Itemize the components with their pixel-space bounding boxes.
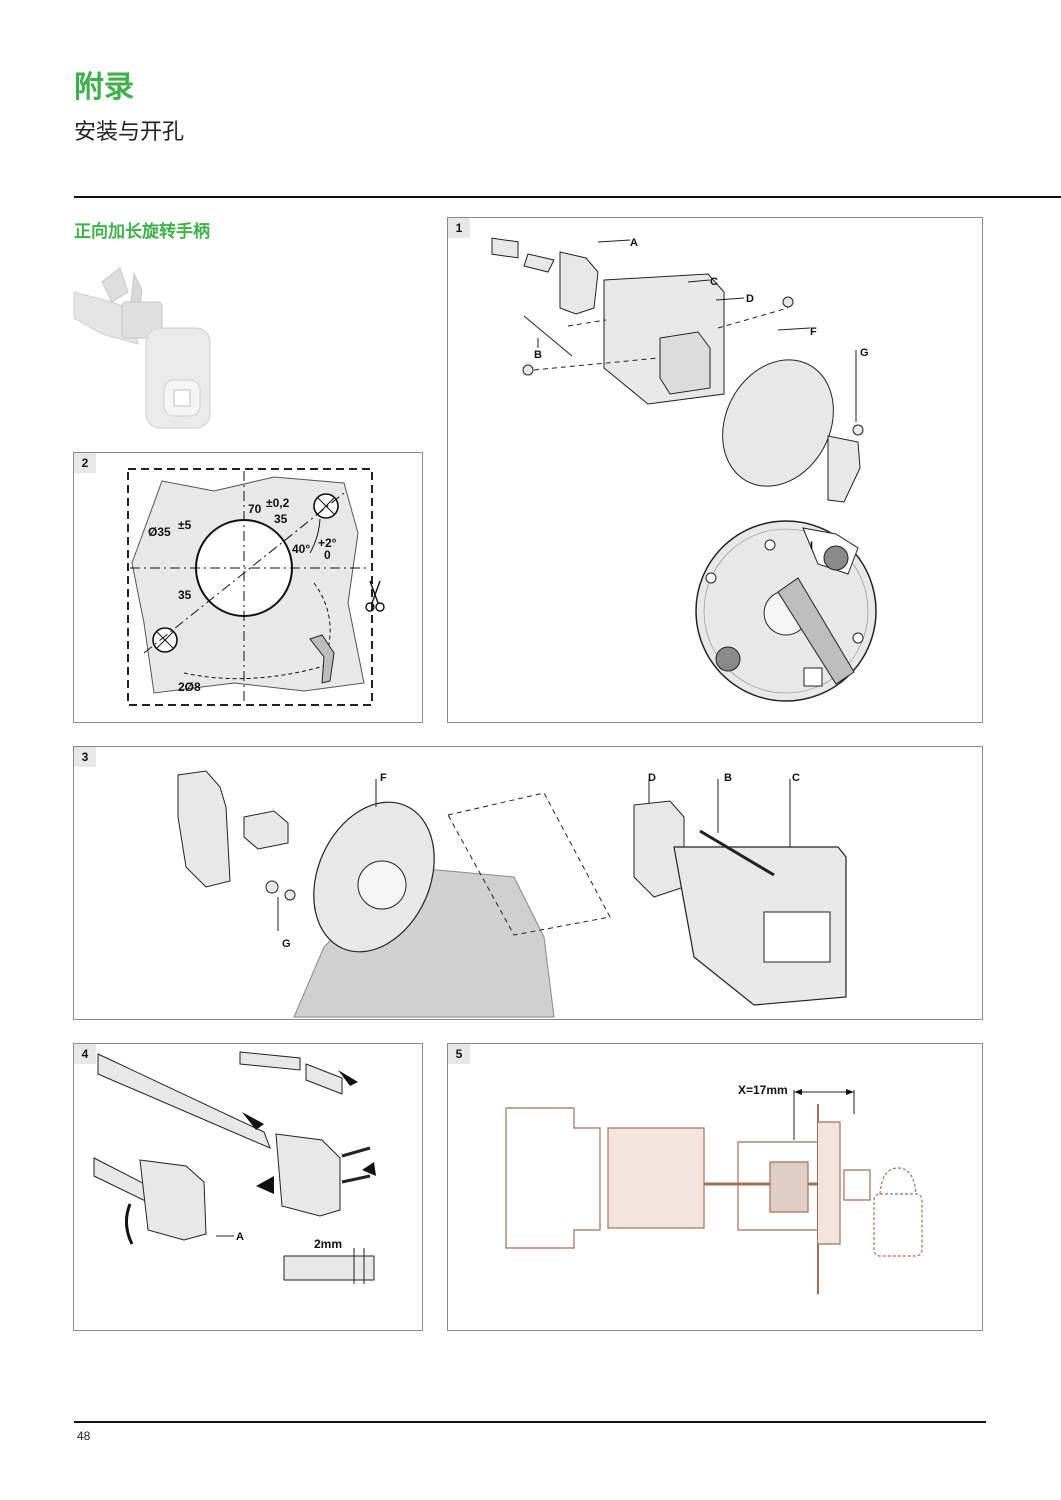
section-title: 正向加长旋转手柄 (74, 222, 210, 242)
dim-hole-tolerance: ±5 (178, 518, 192, 532)
dim-distance-tolerance: ±0,2 (266, 496, 290, 510)
dim-angle-tol-top: +2° (318, 536, 337, 550)
panel-3-number: 3 (74, 747, 96, 767)
disc-f (722, 359, 834, 487)
panel-4-shaft-cutting: 4 A 2mm (73, 1043, 423, 1331)
shaft-bracket-a (559, 251, 599, 315)
label-b: B (724, 772, 732, 784)
page-number: 48 (77, 1429, 91, 1443)
extension-shaft (97, 1053, 271, 1149)
drill-tool (309, 634, 335, 684)
support-d (659, 331, 711, 395)
symbol-on: I (810, 540, 813, 552)
lock-icon (803, 667, 823, 687)
label-d: D (648, 772, 656, 784)
arrow-right-top (242, 1112, 264, 1130)
bracket-c (673, 846, 847, 1006)
panel-1-exploded-view: 1 A B C D (447, 217, 983, 723)
label-g: G (860, 347, 869, 359)
padlock-icon (873, 1193, 923, 1257)
handle-lever (777, 577, 855, 685)
panel-2-drilling-template: 2 Ø35 ±5 70 ±0,2 35 35 40° +2° (73, 452, 423, 723)
breaker-body (505, 1107, 601, 1249)
screw-b (699, 829, 775, 877)
panel-2-number: 2 (74, 453, 96, 473)
panel-4-number: 4 (74, 1044, 96, 1064)
label-a: A (236, 1231, 244, 1243)
handle-core (769, 1161, 809, 1213)
dim-half-bottom: 35 (178, 588, 192, 602)
header-divider (74, 196, 1061, 198)
extended-rotary-handle-image (73, 267, 211, 429)
shaft-adapter (305, 1063, 343, 1095)
lock-body (843, 1169, 871, 1201)
screw-b (523, 315, 573, 357)
panel-2-diagram: Ø35 ±5 70 ±0,2 35 35 40° +2° 0 2Ø8 (127, 468, 385, 706)
dim-distance: 70 (248, 502, 262, 516)
rotate-arrow-icon (125, 1203, 134, 1245)
arrow-right-bottom (256, 1176, 274, 1194)
product-thumbnail (72, 262, 222, 432)
label-d: D (746, 293, 754, 305)
label-f: F (380, 772, 387, 784)
padlock-hole-bottom (715, 646, 741, 672)
panel-5-diagram: X=17mm (505, 1083, 923, 1294)
panel-5-section-view: 5 X=17mm (447, 1043, 983, 1331)
dim-angle-tol-bottom: 0 (324, 548, 331, 562)
dim-half-top: 35 (274, 512, 288, 526)
shaft-piece (491, 237, 519, 259)
handle-front-view: I (695, 520, 877, 702)
page-title: 附录 (74, 70, 134, 105)
page-subtitle: 安装与开孔 (74, 120, 185, 145)
shaft-end (239, 1051, 301, 1071)
panel-5-number: 5 (448, 1044, 470, 1064)
nut-g (852, 424, 864, 436)
footer-divider (74, 1421, 986, 1423)
dim-clearance: X=17mm (738, 1083, 788, 1097)
panel-4-diagram: A 2mm (93, 1051, 376, 1284)
label-b: B (534, 349, 542, 361)
shaft-adapter (243, 810, 289, 850)
bracket-a (139, 1159, 207, 1241)
mechanism-block (607, 1127, 705, 1229)
arrow-left-mid (362, 1162, 376, 1176)
panel-1-number: 1 (448, 218, 470, 238)
nut-b (522, 364, 534, 376)
dim-pilot-holes: 2Ø8 (178, 680, 201, 694)
padlock-hole-top (823, 545, 849, 571)
nut-d (782, 296, 794, 308)
label-c: C (792, 772, 800, 784)
label-c: C (710, 276, 718, 288)
shaft-adapter (523, 253, 555, 273)
label-f: F (810, 326, 817, 338)
panel-3-diagram: F D B C G (177, 770, 847, 1018)
dim-hole-diameter: Ø35 (148, 525, 171, 539)
lock-cylinder (177, 770, 231, 888)
panel-3-assembly-view: 3 F D B C G (73, 746, 983, 1020)
label-a: A (630, 237, 638, 249)
arrow-left-top (338, 1070, 358, 1086)
panel-1-diagram: A B C D F G I (491, 237, 877, 702)
dim-angle: 40° (292, 542, 310, 556)
label-g: G (282, 938, 291, 950)
dim-gap: 2mm (314, 1237, 342, 1251)
bracket-a-right (275, 1133, 341, 1217)
lock-cylinder-g (827, 435, 861, 503)
door-panel-section (293, 866, 555, 1018)
bracket-window (763, 911, 831, 963)
scissors-icon (365, 580, 385, 612)
padlock-shackle (879, 1167, 917, 1195)
